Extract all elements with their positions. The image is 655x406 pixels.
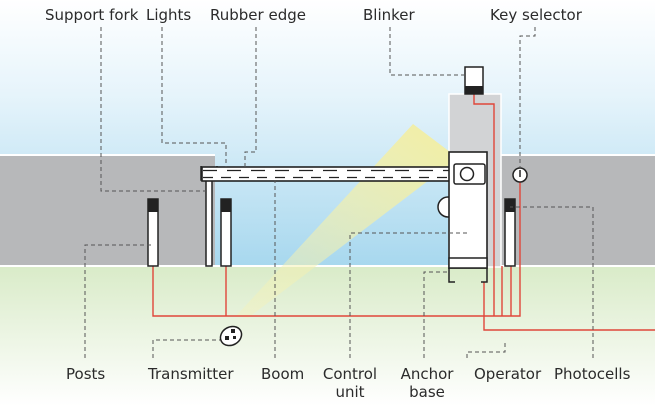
blinker bbox=[464, 66, 484, 95]
wiring bbox=[152, 94, 655, 331]
label-control-unit-line1: Control bbox=[322, 365, 378, 383]
label-anchor-base: Anchor base bbox=[396, 365, 458, 401]
ground bbox=[0, 266, 655, 406]
label-lights: Lights bbox=[146, 6, 192, 24]
photocell-post bbox=[504, 198, 516, 267]
key-selector bbox=[512, 167, 528, 183]
post-left bbox=[147, 198, 159, 267]
label-photocells: Photocells bbox=[554, 365, 631, 383]
label-key-selector: Key selector bbox=[490, 6, 582, 24]
transmitter bbox=[219, 325, 243, 347]
operator bbox=[437, 151, 488, 283]
post-middle bbox=[220, 198, 232, 267]
label-transmitter: Transmitter bbox=[148, 365, 234, 383]
label-anchor-base-line2: base bbox=[409, 383, 445, 401]
label-anchor-base-line1: Anchor bbox=[400, 365, 454, 383]
label-boom: Boom bbox=[261, 365, 305, 383]
boom bbox=[201, 166, 457, 182]
label-control-unit-line2: unit bbox=[335, 383, 365, 401]
left-wall bbox=[0, 155, 215, 267]
label-operator: Operator bbox=[474, 365, 542, 383]
label-blinker: Blinker bbox=[363, 6, 415, 24]
label-control-unit: Control unit bbox=[318, 365, 382, 401]
leader-lines bbox=[84, 27, 594, 358]
label-rubber-edge: Rubber edge bbox=[210, 6, 306, 24]
label-posts: Posts bbox=[66, 365, 106, 383]
label-support-fork: Support fork bbox=[45, 6, 139, 24]
